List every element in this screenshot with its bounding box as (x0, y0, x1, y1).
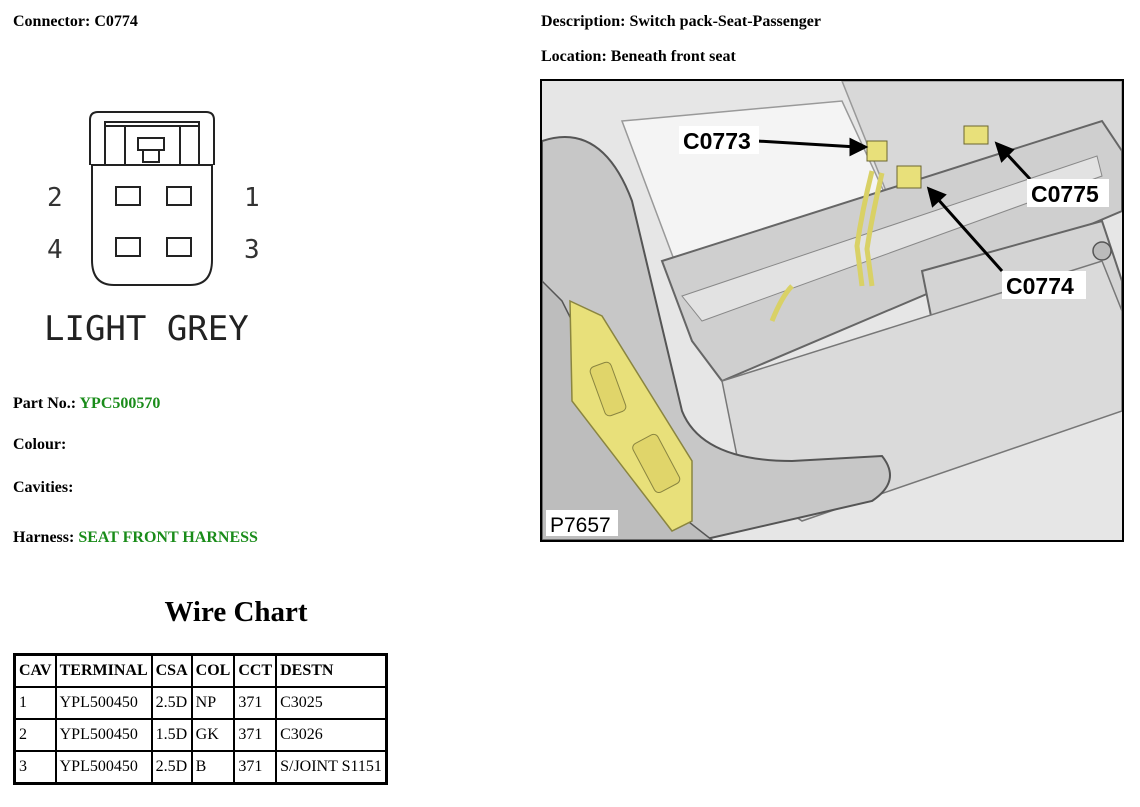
cell-terminal: YPL500450 (54, 750, 153, 785)
cavities-label: Cavities: (13, 479, 74, 496)
wire-chart-table: CAV TERMINAL CSA COL CCT DESTN 1 YPL5004… (13, 653, 388, 785)
description-label: Description: (541, 13, 626, 30)
cell-cav: 1 (13, 686, 57, 720)
pin-number-1: 1 (244, 183, 260, 213)
description-heading: Description: Switch pack-Seat-Passenger (541, 13, 821, 31)
location-label: Location: (541, 48, 607, 65)
location-value: Beneath front seat (610, 48, 736, 65)
connector-c0774-shape (896, 165, 922, 189)
cell-destn: C3026 (275, 718, 388, 752)
cavity-1 (166, 186, 192, 206)
connector-label: Connector: (13, 13, 91, 30)
table-row: 2 YPL500450 1.5D GK 371 C3026 (13, 718, 388, 752)
cell-terminal: YPL500450 (54, 686, 153, 720)
column-header-cct: CCT (233, 653, 278, 688)
harness-link[interactable]: SEAT FRONT HARNESS (78, 529, 258, 546)
cell-cct: 371 (233, 718, 278, 752)
cavity-4 (115, 237, 141, 257)
pin-number-4: 4 (47, 235, 63, 265)
column-header-csa: CSA (150, 653, 193, 688)
column-header-terminal: TERMINAL (54, 653, 153, 688)
cell-col: NP (190, 686, 236, 720)
pin-number-2: 2 (47, 183, 63, 213)
callout-c0775: C0775 (1031, 181, 1099, 207)
cavities-row: Cavities: (13, 479, 73, 497)
cell-col: B (190, 750, 236, 785)
callout-c0773: C0773 (683, 128, 751, 154)
cell-col: GK (190, 718, 236, 752)
colour-row: Colour: (13, 436, 66, 454)
connector-face-diagram: 1 2 3 4 LIGHT GREY (44, 111, 260, 349)
seat-frame-drawing: C0773 C0775 C0774 P7657 (542, 81, 1122, 540)
part-number-link[interactable]: YPC500570 (79, 395, 161, 412)
location-heading: Location: Beneath front seat (541, 48, 736, 66)
connector-latch-outline (89, 111, 215, 165)
callout-c0774: C0774 (1006, 273, 1074, 299)
location-illustration: C0773 C0775 C0774 P7657 (540, 79, 1124, 542)
connector-colour-caption: LIGHT GREY (44, 309, 249, 349)
connector-release-tab (137, 137, 165, 151)
connector-value: C0774 (94, 13, 138, 30)
cell-csa: 2.5D (150, 686, 193, 720)
cell-cct: 371 (233, 750, 278, 785)
part-number-row: Part No.: YPC500570 (13, 395, 160, 413)
pin-number-3: 3 (244, 235, 260, 265)
harness-label: Harness: (13, 529, 75, 546)
part-number-label: Part No.: (13, 395, 77, 412)
image-id-label: P7657 (550, 514, 611, 537)
connector-latch-inner (104, 121, 200, 165)
table-row: 3 YPL500450 2.5D B 371 S/JOINT S1151 (13, 750, 388, 785)
column-header-destn: DESTN (275, 653, 388, 688)
wire-chart-title: Wire Chart (164, 596, 308, 628)
cell-terminal: YPL500450 (54, 718, 153, 752)
cell-cct: 371 (233, 686, 278, 720)
harness-row: Harness: SEAT FRONT HARNESS (13, 529, 258, 547)
column-header-cav: CAV (13, 653, 57, 688)
column-header-col: COL (190, 653, 236, 688)
table-row: 1 YPL500450 2.5D NP 371 C3025 (13, 686, 388, 720)
colour-label: Colour: (13, 436, 67, 453)
cell-csa: 2.5D (150, 750, 193, 785)
connector-c0773-shape (866, 140, 888, 162)
cell-destn: C3025 (275, 686, 388, 720)
wire-chart-header-row: CAV TERMINAL CSA COL CCT DESTN (13, 653, 388, 688)
description-value: Switch pack-Seat-Passenger (629, 13, 821, 30)
cavity-2 (115, 186, 141, 206)
cavity-3 (166, 237, 192, 257)
connector-c0775-shape (963, 125, 989, 145)
cell-csa: 1.5D (150, 718, 193, 752)
connector-body-outline (91, 164, 213, 286)
cell-cav: 2 (13, 718, 57, 752)
cell-cav: 3 (13, 750, 57, 785)
connector-heading: Connector: C0774 (13, 13, 138, 31)
cell-destn: S/JOINT S1151 (275, 750, 388, 785)
